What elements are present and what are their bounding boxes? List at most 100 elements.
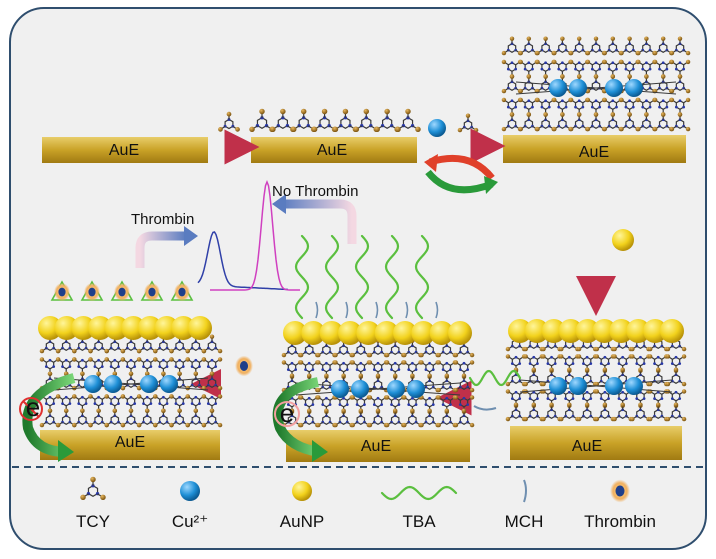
tcy-sulfur bbox=[436, 395, 441, 400]
tcy-ring bbox=[322, 380, 331, 390]
tcy-nitrogen bbox=[577, 99, 581, 103]
tcy-ring bbox=[529, 409, 539, 419]
tcy-nitrogen bbox=[393, 361, 397, 365]
tcy-sulfur bbox=[505, 346, 511, 352]
tcy-nitrogen bbox=[639, 355, 642, 359]
tcy-sulfur bbox=[427, 408, 432, 413]
aunp bbox=[592, 319, 617, 343]
tcy-sulfur bbox=[526, 36, 532, 41]
tcy-nitrogen bbox=[631, 105, 635, 109]
thrombin-bound-molecule-core bbox=[118, 287, 126, 297]
tcy-nitrogen bbox=[142, 365, 145, 368]
tcy-nitrogen bbox=[557, 67, 561, 71]
tcy-sulfur bbox=[306, 408, 312, 413]
tcy-nitrogen bbox=[532, 390, 536, 394]
electrode-label-6: AuE bbox=[572, 438, 602, 455]
tcy-sulfur bbox=[375, 408, 381, 413]
tcy-nitrogen bbox=[567, 390, 571, 394]
tcy-sulfur bbox=[374, 126, 380, 133]
cu-ion-icon bbox=[180, 481, 200, 501]
tcy-nitrogen bbox=[44, 365, 48, 368]
tcy-sulfur bbox=[505, 381, 511, 387]
tcy-nitrogen bbox=[68, 365, 72, 368]
tcy-nitrogen bbox=[603, 355, 607, 359]
tcy-ring bbox=[356, 345, 366, 355]
tcy-nitrogen bbox=[407, 368, 411, 371]
tcy-sulfur bbox=[594, 389, 600, 394]
tcy-nitrogen bbox=[678, 397, 682, 400]
tcy-ring bbox=[207, 341, 217, 351]
tcy-ring bbox=[126, 341, 136, 351]
tcy-sulfur bbox=[567, 402, 572, 407]
tcy-nitrogen bbox=[424, 368, 428, 371]
tcy-nitrogen bbox=[564, 67, 568, 71]
tcy-sulfur bbox=[453, 360, 459, 365]
tcy-ring bbox=[339, 415, 348, 425]
tcy-nitrogen bbox=[345, 368, 349, 371]
tcy-sulfur bbox=[665, 346, 671, 352]
cycle-arrow-green bbox=[425, 169, 494, 194]
tcy-sulfur bbox=[473, 127, 479, 133]
tcy-sulfur bbox=[120, 385, 126, 391]
tcy-sulfur bbox=[333, 352, 338, 358]
tcy-nitrogen bbox=[286, 368, 290, 371]
tcy-nitrogen bbox=[589, 362, 593, 365]
tcy-nitrogen bbox=[125, 402, 129, 405]
tcy-sulfur bbox=[291, 126, 297, 133]
tcy-sulfur bbox=[332, 126, 339, 133]
tcy-nitrogen bbox=[174, 365, 178, 368]
tcy-sulfur bbox=[185, 422, 190, 428]
tcy-sulfur bbox=[358, 373, 364, 378]
tcy-nitrogen bbox=[661, 99, 665, 103]
tcy-ring bbox=[287, 345, 297, 355]
tcy-nitrogen bbox=[68, 402, 72, 405]
tcy-nitrogen bbox=[514, 105, 518, 109]
tcy-sulfur bbox=[531, 367, 536, 372]
tcy-sulfur bbox=[685, 126, 691, 132]
tcy-sulfur bbox=[55, 357, 61, 362]
tcy-nitrogen bbox=[214, 402, 218, 405]
electrode-label-2: AuE bbox=[317, 142, 347, 159]
tcy-ring bbox=[61, 341, 71, 351]
tcy-ring bbox=[356, 415, 366, 425]
tcy-nitrogen bbox=[567, 355, 571, 359]
cu-ion bbox=[605, 377, 623, 395]
tcy-sulfur bbox=[453, 387, 459, 393]
tcy-sulfur bbox=[169, 394, 174, 399]
tcy-nitrogen bbox=[210, 395, 214, 399]
tcy-sulfur bbox=[501, 97, 507, 103]
aunp-layer-right bbox=[508, 319, 684, 343]
tcy-ring bbox=[582, 409, 592, 419]
mch-strand bbox=[345, 301, 349, 319]
tcy-ring bbox=[61, 415, 71, 425]
tcy-ring bbox=[565, 374, 574, 384]
tcy-ring bbox=[591, 43, 601, 53]
tcy-ring bbox=[373, 345, 383, 355]
tcy-nitrogen bbox=[441, 368, 445, 371]
tcy-sulfur bbox=[602, 367, 608, 372]
tcy-sulfur bbox=[647, 346, 653, 352]
tcy-nitrogen bbox=[532, 355, 536, 359]
tcy-sulfur bbox=[627, 36, 632, 41]
tcy-sulfur bbox=[560, 74, 565, 79]
cu-ion bbox=[331, 380, 349, 398]
tcy-ring bbox=[636, 409, 645, 419]
tcy-sulfur bbox=[505, 416, 511, 422]
tcy-nitrogen bbox=[117, 402, 120, 405]
tcy-sulfur bbox=[584, 367, 590, 372]
tcy-ring bbox=[507, 43, 517, 53]
tcy-nitrogen bbox=[518, 362, 522, 365]
tcy-sulfur bbox=[249, 126, 255, 133]
framework-bond bbox=[53, 377, 209, 391]
framework-top-right bbox=[501, 36, 691, 132]
cu-ion bbox=[160, 375, 178, 393]
tba-strand-2 bbox=[324, 234, 340, 320]
electrode-label-4: AuE bbox=[115, 434, 145, 451]
aunp bbox=[71, 316, 96, 340]
tcy-nitrogen bbox=[424, 403, 428, 406]
tcy-sulfur bbox=[610, 74, 616, 79]
tcy-nitrogen bbox=[133, 365, 137, 368]
tcy-nitrogen bbox=[149, 402, 153, 405]
tcy-sulfur bbox=[153, 357, 158, 362]
tcy-ring bbox=[207, 415, 217, 425]
